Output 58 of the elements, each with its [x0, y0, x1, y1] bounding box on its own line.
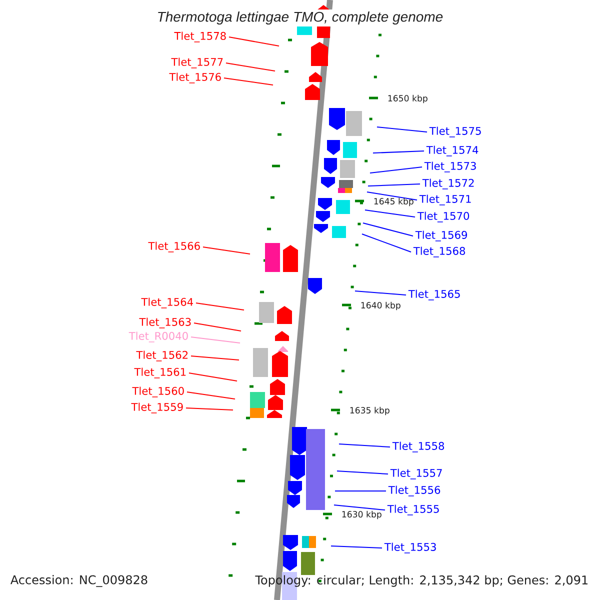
- leader-line: [362, 234, 412, 252]
- scale-label: 1630 kbp: [342, 510, 382, 520]
- gene-label: Tlet_1577: [171, 58, 223, 68]
- leader-line: [362, 222, 414, 236]
- gene-label: Tlet_1563: [139, 318, 191, 328]
- title: Thermotoga lettingae TMO, complete genome: [154, 9, 446, 27]
- leader-line: [364, 210, 416, 218]
- leader-line: [366, 192, 418, 200]
- gene-label: Tlet_1571: [419, 194, 471, 206]
- gene-label: Tlet_R0040: [128, 332, 188, 342]
- gene-label: Tlet_1572: [422, 178, 474, 190]
- gene-label: Tlet_1570: [417, 212, 470, 222]
- genome-info-text: Topology: circular; Length: 2,135,342 bp; Genes: 2,091: [255, 575, 588, 587]
- scale-label: 1635 kbp: [350, 406, 390, 416]
- gene-label: Tlet_1578: [174, 32, 226, 42]
- gene-label: Tlet_1559: [131, 402, 183, 414]
- scale-label: 1640 kbp: [361, 302, 400, 310]
- gene-label: Tlet_1555: [387, 504, 439, 516]
- gene-label: Tlet_1553: [384, 542, 436, 554]
- leader-line: [186, 392, 236, 400]
- leader-line: [354, 290, 406, 296]
- gene-label: Tlet_1574: [426, 146, 478, 156]
- leader-line: [190, 356, 240, 360]
- scale-label: 1645 kbp: [374, 198, 414, 206]
- gene-label: Tlet_1560: [132, 386, 184, 398]
- leader-line: [190, 336, 240, 344]
- leader-line: [336, 470, 388, 474]
- leader-line: [334, 490, 386, 492]
- scale-label: 1650 kbp: [388, 94, 428, 104]
- gene-label: Tlet_1558: [392, 442, 444, 452]
- leader-line: [186, 408, 234, 410]
- leader-line: [368, 184, 420, 186]
- leader-line: [370, 166, 422, 174]
- gene-label: Tlet_1561: [134, 368, 186, 378]
- leader-line: [338, 444, 390, 448]
- gene-label: Tlet_1565: [408, 290, 460, 300]
- accession-text: Accession: NC_009828: [10, 575, 148, 587]
- leader-line: [372, 150, 424, 154]
- leader-line: [194, 322, 242, 332]
- gene-label: Tlet_1564: [141, 298, 193, 308]
- leader-line: [196, 302, 244, 310]
- gene-label: Tlet_1575: [429, 126, 481, 138]
- gene-label: Tlet_1573: [424, 162, 476, 172]
- leader-line: [202, 246, 250, 254]
- leader-line: [224, 78, 274, 86]
- leader-line: [188, 372, 238, 382]
- leader-line: [376, 126, 428, 132]
- leader-line: [330, 546, 382, 548]
- gene-label: Tlet_1557: [390, 468, 442, 480]
- gene-label: Tlet_1569: [415, 230, 468, 242]
- leader-line: [228, 36, 280, 46]
- gene-label: Tlet_1566: [148, 242, 200, 252]
- leader-line: [334, 504, 386, 510]
- gene-label: Tlet_1556: [388, 486, 440, 496]
- gene-label: Tlet_1562: [136, 350, 188, 362]
- gene-label: Tlet_1576: [169, 72, 221, 84]
- gene-label: Tlet_1568: [413, 246, 466, 258]
- leader-line: [226, 62, 276, 72]
